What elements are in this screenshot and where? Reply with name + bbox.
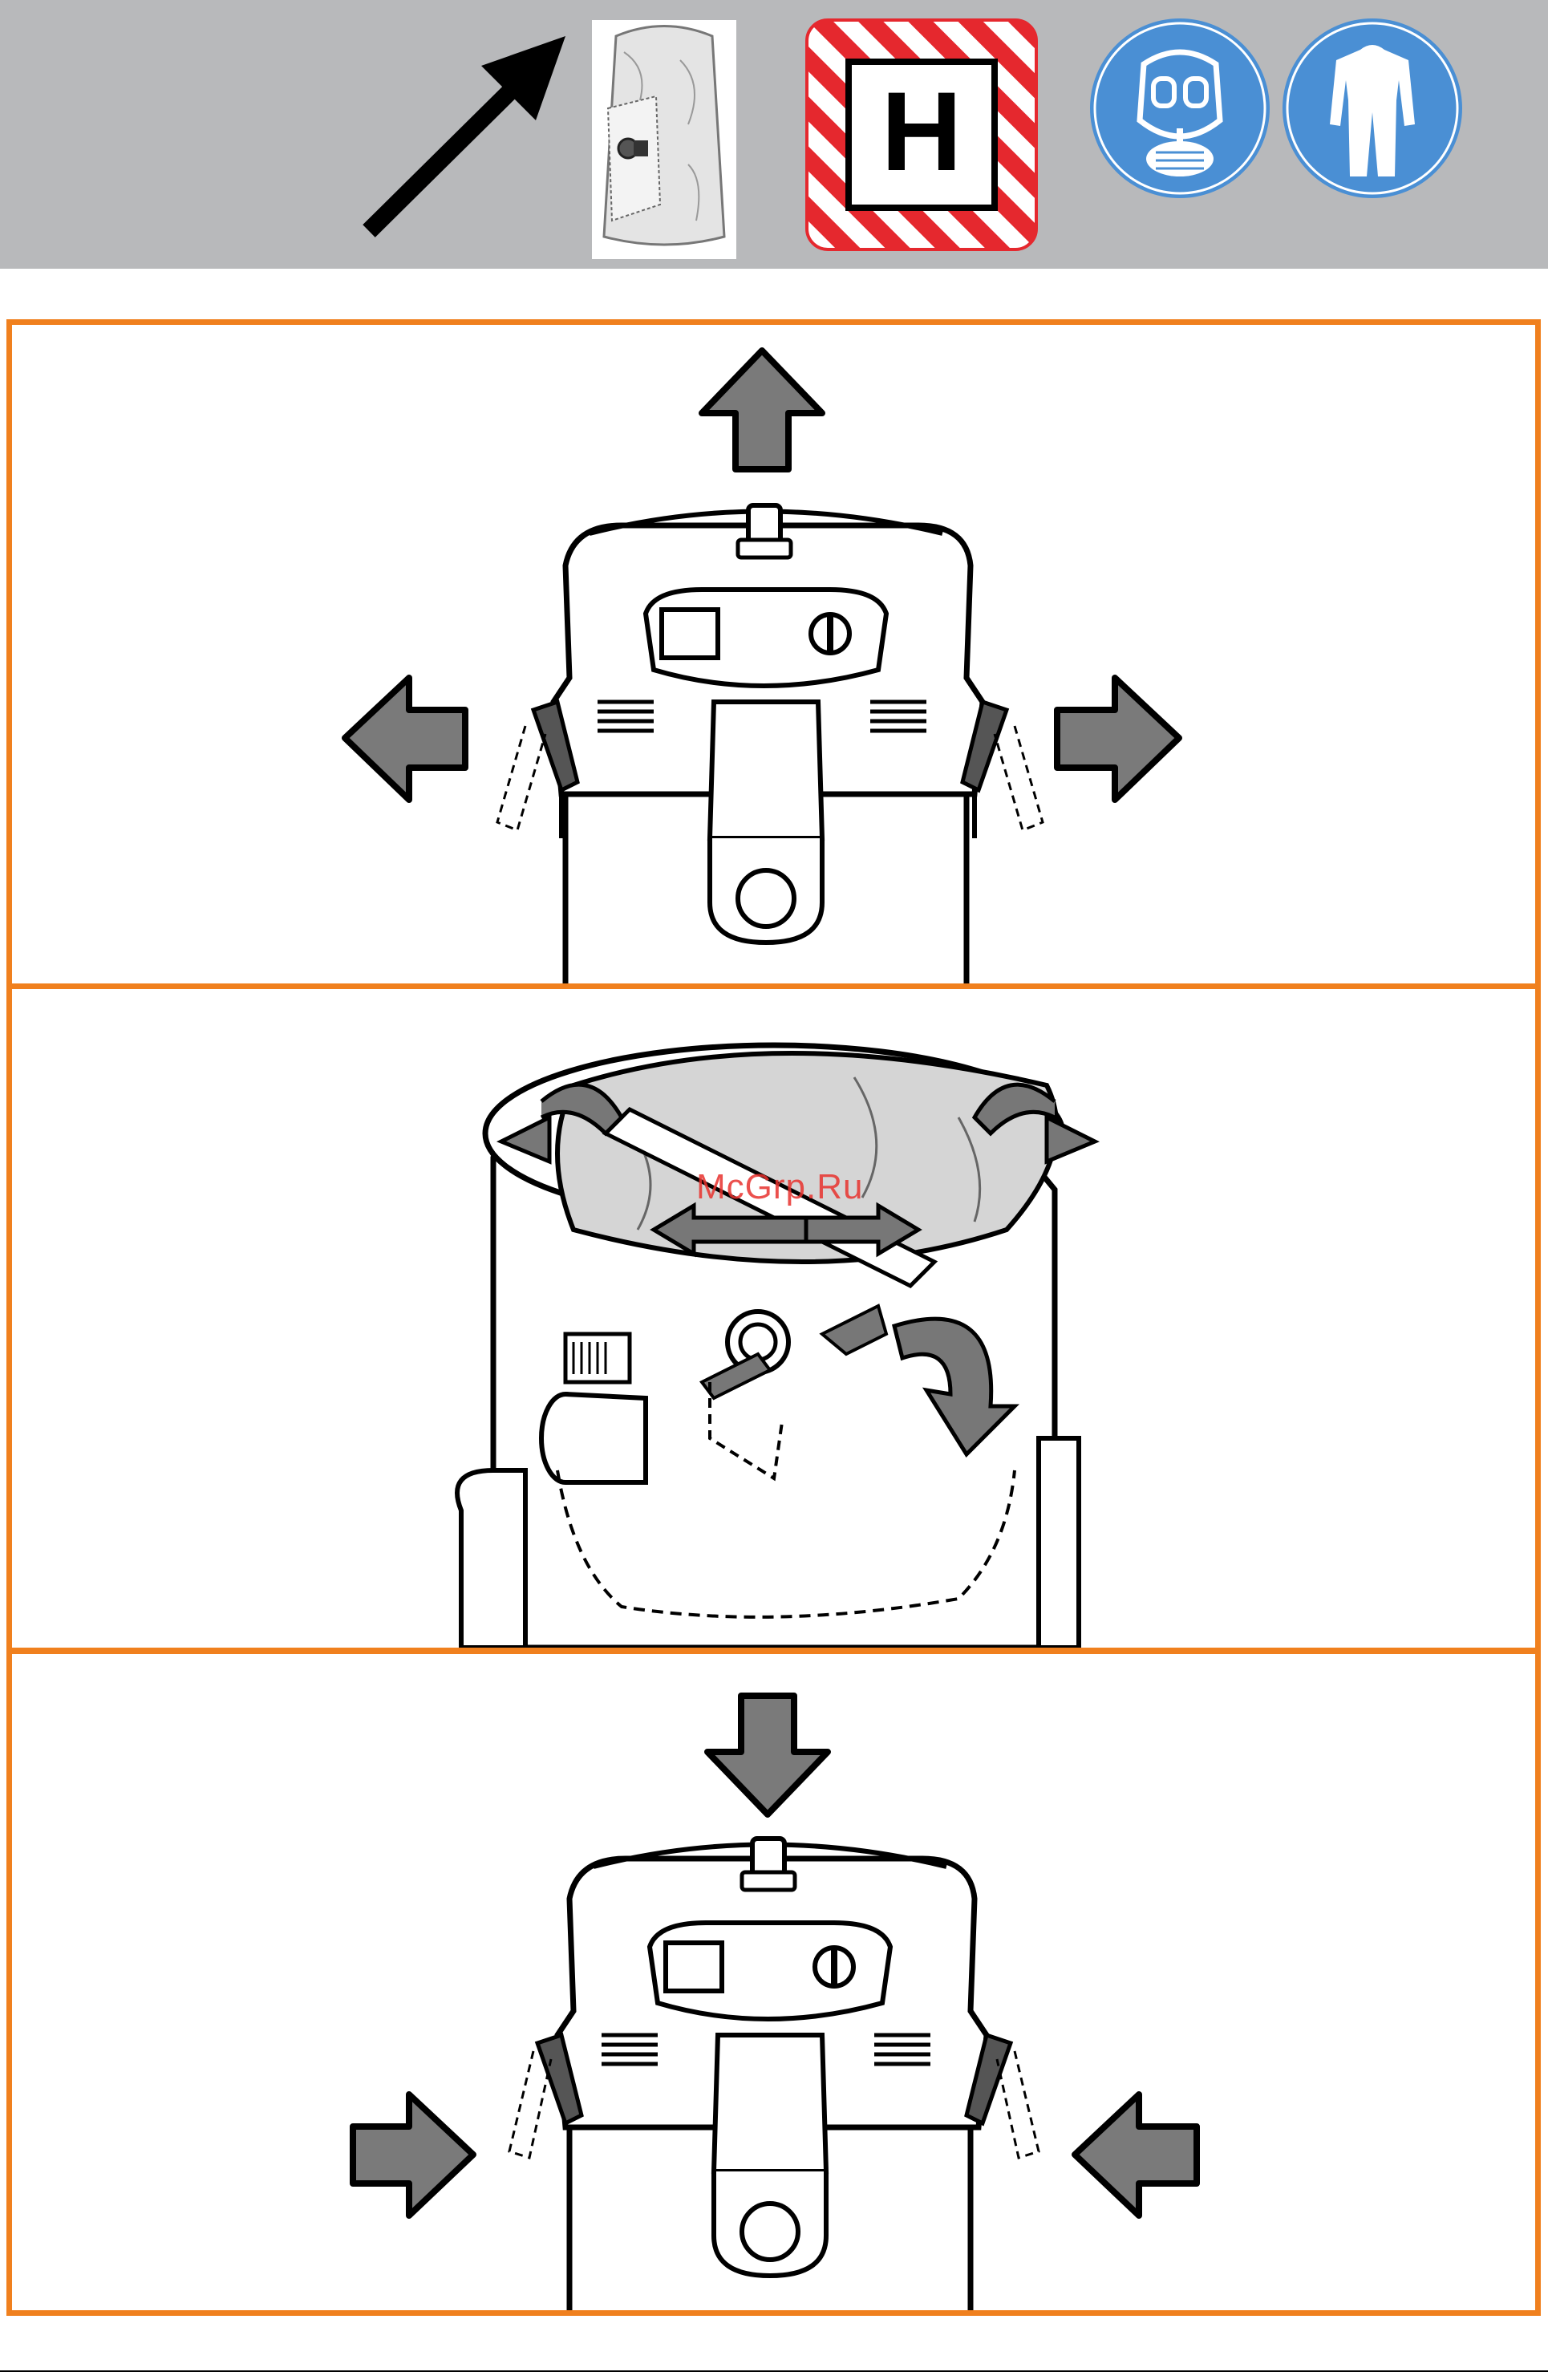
filter-bag-removal-illustration <box>12 989 1535 1648</box>
rotate-right-icon <box>1047 1117 1095 1162</box>
arrow-down-icon <box>707 1696 828 1814</box>
arrow-right-icon <box>1057 678 1179 800</box>
bottom-rule <box>0 2370 1548 2372</box>
step-panel-open-clamps <box>6 319 1541 989</box>
protective-suit-icon <box>1280 16 1465 201</box>
step-panel-remove-filter-bag <box>6 983 1541 1653</box>
watermark-text: McGrp.Ru <box>696 1167 863 1207</box>
step-panel-close-clamps <box>6 1648 1541 2316</box>
respirator-mask-icon <box>1088 16 1272 201</box>
vacuum-lid-open-illustration <box>12 325 1535 983</box>
arrow-left-icon <box>1075 2094 1197 2216</box>
dust-class-label: H <box>849 59 995 205</box>
vacuum-lid-close-illustration <box>12 1654 1535 2310</box>
filter-bag-icon <box>592 20 736 259</box>
arrow-left-icon <box>345 678 465 800</box>
arrow-up-icon <box>702 351 822 469</box>
header-band: H <box>0 0 1548 269</box>
arrow-up-right-icon <box>353 24 569 241</box>
arrow-right-icon <box>353 2094 473 2216</box>
